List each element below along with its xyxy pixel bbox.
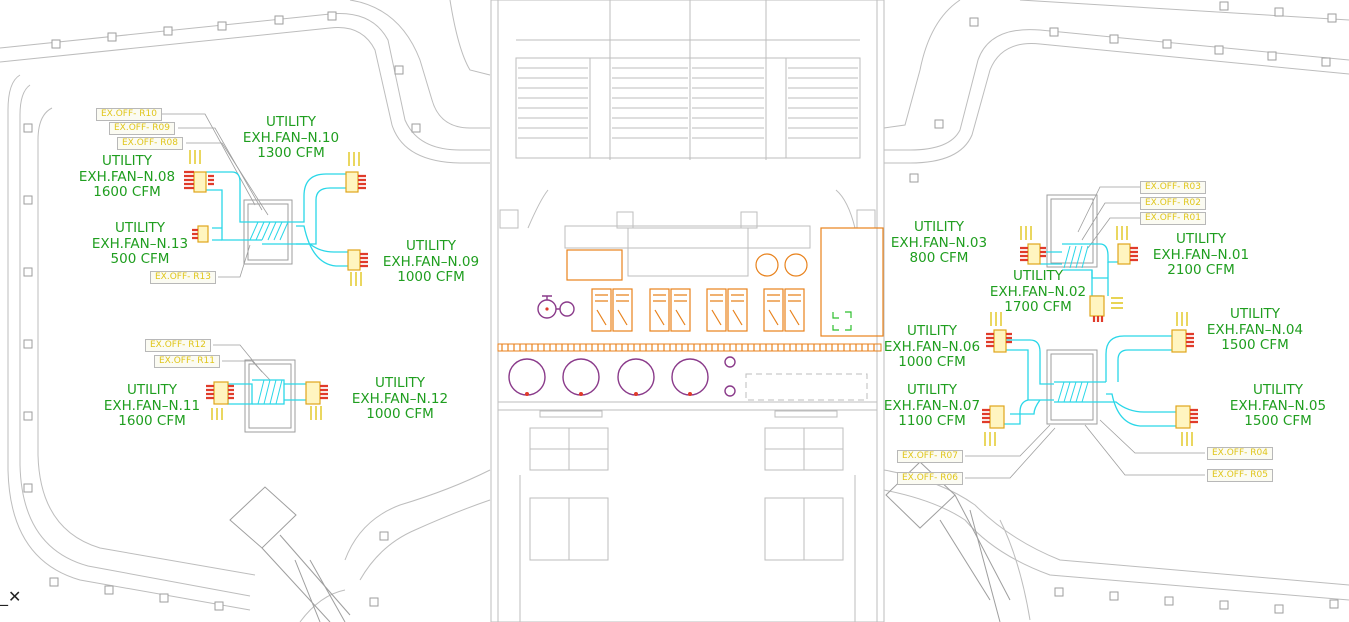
pump-set-1	[591, 288, 633, 332]
fan-number: EXH.FAN–N.13	[91, 235, 189, 252]
tag-r12: EX.OFF- R12	[145, 339, 211, 352]
fan-coils	[249, 221, 1089, 405]
fan-label-n04: UTILITY EXH.FAN–N.04 1500 CFM	[1200, 306, 1310, 354]
tank-markers	[525, 307, 692, 396]
fan-label-n09: UTILITY EXH.FAN–N.09 1000 CFM	[376, 238, 486, 286]
tag-r02: EX.OFF- R02	[1140, 197, 1206, 210]
fan-number: EXH.FAN–N.01	[1152, 246, 1250, 263]
tag-r11: EX.OFF- R11	[154, 355, 220, 368]
fan-number: EXH.FAN–N.02	[989, 283, 1087, 300]
fan-cfm: 1700 CFM	[1004, 299, 1072, 315]
fan-cfm: 800 CFM	[909, 250, 969, 266]
fan-name: UTILITY	[1229, 306, 1281, 322]
tag-r10: EX.OFF- R10	[96, 108, 162, 121]
tanks	[508, 295, 736, 397]
pump-set-4	[763, 288, 805, 332]
fan-name: UTILITY	[906, 323, 958, 339]
fan-label-n10: UTILITY EXH.FAN–N.10 1300 CFM	[236, 114, 346, 162]
fan-cfm: 1600 CFM	[118, 413, 186, 429]
fan-number: EXH.FAN–N.08	[78, 168, 176, 185]
fan-number: EXH.FAN–N.04	[1206, 321, 1304, 338]
corridor-markers	[23, 1, 1339, 614]
tag-r06: EX.OFF- R06	[897, 472, 963, 485]
fan-label-n13: UTILITY EXH.FAN–N.13 500 CFM	[85, 220, 195, 268]
header-pipe	[497, 343, 882, 352]
fan-cfm: 2100 CFM	[1167, 262, 1235, 278]
fan-cfm: 1300 CFM	[257, 145, 325, 161]
fan-cfm: 1000 CFM	[898, 354, 966, 370]
fan-name: UTILITY	[265, 114, 317, 130]
fan-number: EXH.FAN–N.05	[1229, 397, 1327, 414]
fan-name: UTILITY	[374, 375, 426, 391]
tag-r05: EX.OFF- R05	[1207, 469, 1273, 482]
tag-r07: EX.OFF- R07	[897, 450, 963, 463]
fan-name: UTILITY	[114, 220, 166, 236]
pump-set-3	[706, 288, 748, 332]
tag-r09: EX.OFF- R09	[109, 122, 175, 135]
fan-cfm: 1100 CFM	[898, 413, 966, 429]
fan-name: UTILITY	[906, 382, 958, 398]
fan-name: UTILITY	[126, 382, 178, 398]
fan-name: UTILITY	[101, 153, 153, 169]
tag-r04: EX.OFF- R04	[1207, 447, 1273, 460]
fan-label-n02: UTILITY EXH.FAN–N.02 1700 CFM	[983, 268, 1093, 316]
tag-r08: EX.OFF- R08	[117, 137, 183, 150]
fan-number: EXH.FAN–N.11	[103, 397, 201, 414]
fan-cfm: 1600 CFM	[93, 184, 161, 200]
fan-label-n03: UTILITY EXH.FAN–N.03 800 CFM	[884, 219, 994, 267]
fan-label-n01: UTILITY EXH.FAN–N.01 2100 CFM	[1146, 231, 1256, 279]
ucs-icon: _✕	[0, 587, 22, 606]
diagonal-ramps	[229, 461, 1011, 622]
fan-label-n06: UTILITY EXH.FAN–N.06 1000 CFM	[877, 323, 987, 371]
fan-label-n08: UTILITY EXH.FAN–N.08 1600 CFM	[72, 153, 182, 201]
fan-number: EXH.FAN–N.07	[883, 397, 981, 414]
fan-name: UTILITY	[1175, 231, 1227, 247]
pump-set-2	[649, 288, 691, 332]
fan-label-n12: UTILITY EXH.FAN–N.12 1000 CFM	[345, 375, 455, 423]
fan-number: EXH.FAN–N.10	[242, 129, 340, 146]
tag-r01: EX.OFF- R01	[1140, 212, 1206, 225]
fan-cfm: 1500 CFM	[1244, 413, 1312, 429]
fan-cfm: 1000 CFM	[397, 269, 465, 285]
shaft-boxes	[243, 194, 1098, 433]
fan-number: EXH.FAN–N.03	[890, 234, 988, 251]
fan-number: EXH.FAN–N.06	[883, 338, 981, 355]
fan-name: UTILITY	[913, 219, 965, 235]
stairs	[518, 67, 858, 139]
ductwork	[206, 171, 1176, 427]
fan-number: EXH.FAN–N.12	[351, 390, 449, 407]
fan-label-n11: UTILITY EXH.FAN–N.11 1600 CFM	[97, 382, 207, 430]
tag-r13: EX.OFF- R13	[150, 271, 216, 284]
leader-lines	[162, 113, 1205, 479]
fan-name: UTILITY	[1252, 382, 1304, 398]
tag-r03: EX.OFF- R03	[1140, 181, 1206, 194]
fan-number: EXH.FAN–N.09	[382, 253, 480, 270]
fan-label-n07: UTILITY EXH.FAN–N.07 1100 CFM	[877, 382, 987, 430]
fan-cfm: 1500 CFM	[1221, 337, 1289, 353]
equipment	[497, 227, 884, 352]
fan-cfm: 1000 CFM	[366, 406, 434, 422]
fan-label-n05: UTILITY EXH.FAN–N.05 1500 CFM	[1223, 382, 1333, 430]
exhaust-grilles	[184, 150, 1198, 446]
fan-cfm: 500 CFM	[110, 251, 170, 267]
fan-name: UTILITY	[1012, 268, 1064, 284]
fan-name: UTILITY	[405, 238, 457, 254]
